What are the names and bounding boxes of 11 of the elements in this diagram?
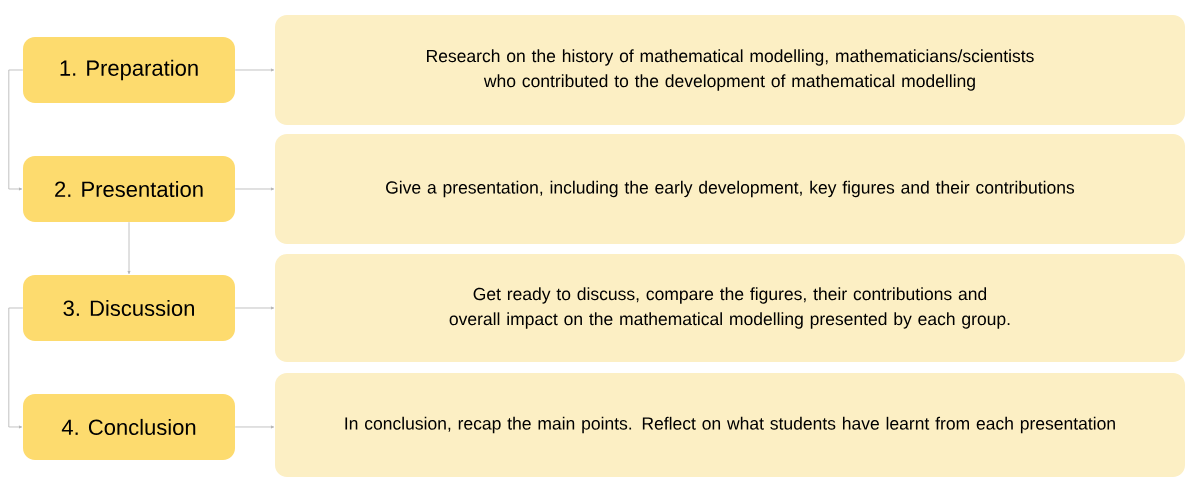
step-box: 3. Discussion: [23, 275, 235, 341]
arrow: [234, 425, 275, 429]
step-box: 2. Presentation: [23, 156, 235, 222]
description-box: Get ready to discuss, compare the figures, their contributions and overall impact on the mathematical modelling presented by each group.: [275, 254, 1185, 362]
description-box: In conclusion, recap the main points. Reflect on what students have learnt from each presentation: [275, 373, 1185, 477]
step-box: 4. Conclusion: [23, 394, 235, 460]
arrow: [8, 307, 24, 429]
description-box: Research on the history of mathematical modelling, mathematicians/scientists who contributed to the development of mathematical modelling: [275, 15, 1185, 125]
description-box: Give a presentation, including the early development, key figures and their contributions: [275, 134, 1185, 244]
arrow: [8, 69, 24, 191]
step-box: 1. Preparation: [23, 37, 235, 103]
